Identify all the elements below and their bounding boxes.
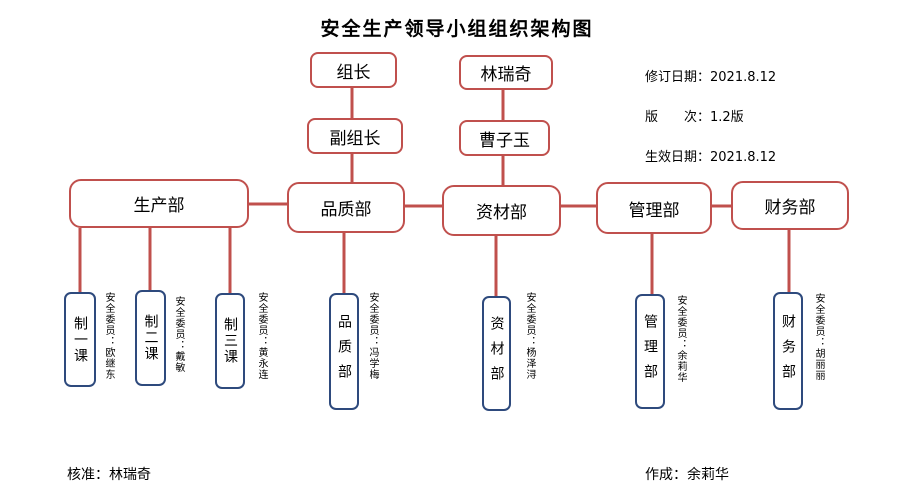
dept-finance: 财务部 (731, 181, 849, 230)
subunit-box: 制一课 (64, 292, 96, 387)
dept-management: 管理部 (596, 182, 712, 234)
approved-by: 核准：林瑞奇 (67, 467, 151, 483)
safety-member: 安全委员：冯学梅 (367, 292, 378, 380)
leader-title-box: 组长 (310, 52, 397, 88)
safety-member: 安全委员：杨泽浔 (524, 292, 535, 380)
chart-title: 安全生产领导小组组织架构图 (320, 18, 594, 40)
subunit-label: 制一课 (72, 315, 88, 364)
effective-date: 生效日期：2021.8.12 (645, 150, 777, 165)
dept-materials: 资材部 (442, 185, 561, 236)
subunit-label: 财务部 (780, 313, 796, 389)
dept-quality: 品质部 (287, 182, 405, 233)
subunit-label: 管理部 (642, 314, 658, 389)
leader-name-box: 林瑞奇 (459, 55, 553, 90)
safety-member: 安全委员：余莉华 (675, 295, 686, 383)
version: 版 次：1.2版 (645, 110, 744, 125)
safety-member: 安全委员：黄永连 (256, 292, 267, 380)
dept-production: 生产部 (69, 179, 249, 228)
safety-member: 安全委员：戴敏 (173, 296, 184, 373)
subunit-box: 品质部 (329, 293, 359, 410)
subunit-box: 财务部 (773, 292, 803, 410)
prepared-by: 作成：余莉华 (645, 467, 729, 483)
subunit-box: 资材部 (482, 296, 511, 411)
deputy-title-box: 副组长 (307, 118, 403, 154)
revised-date: 修订日期：2021.8.12 (645, 70, 777, 85)
subunit-label: 制二课 (142, 314, 159, 362)
subunit-box: 制二课 (135, 290, 166, 386)
subunit-box: 管理部 (635, 294, 665, 409)
subunit-label: 品质部 (336, 314, 352, 389)
subunit-label: 资材部 (488, 316, 505, 391)
subunit-box: 制三课 (215, 293, 245, 389)
safety-member: 安全委员：欧继东 (103, 292, 114, 380)
subunit-label: 制三课 (222, 317, 238, 365)
deputy-name-box: 曹子玉 (459, 120, 550, 156)
safety-member: 安全委员：胡丽丽 (813, 293, 824, 381)
